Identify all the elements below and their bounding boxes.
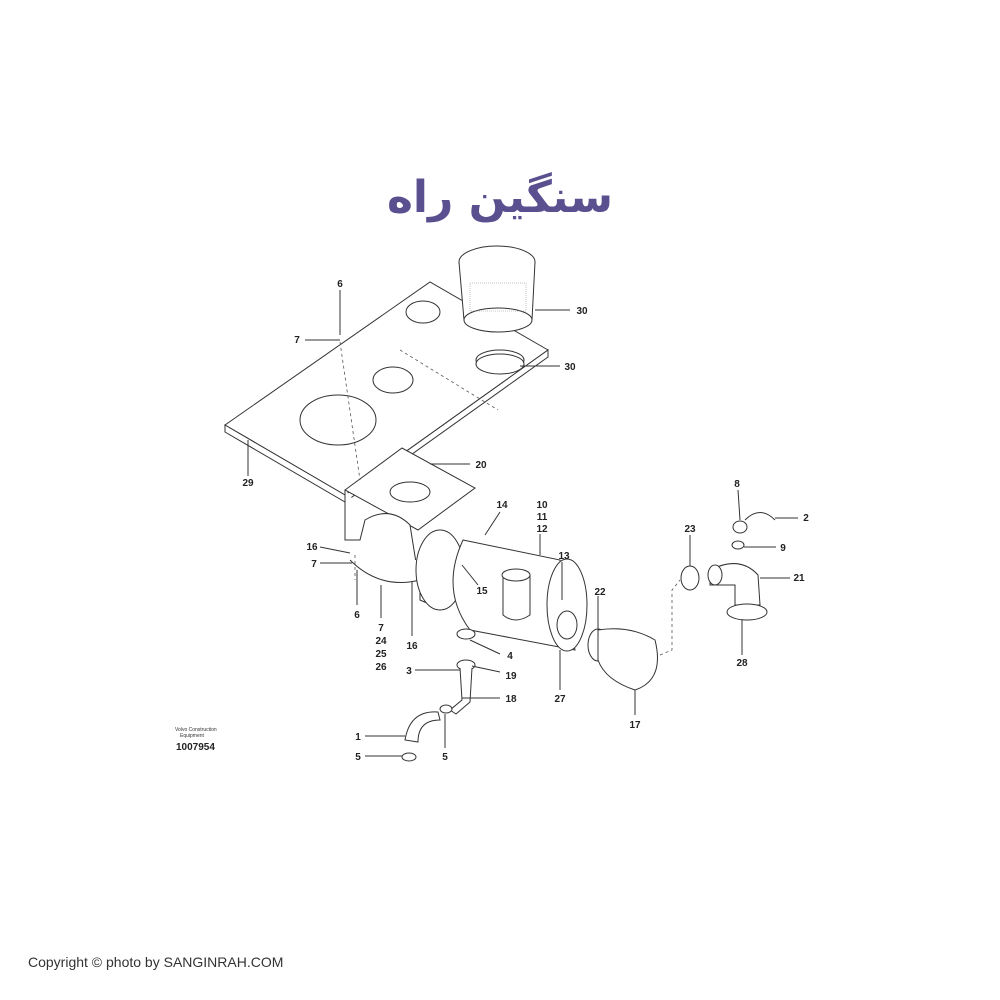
right-elbow — [680, 512, 776, 621]
cap-clamp — [475, 349, 525, 375]
callout-4: 4 — [507, 651, 513, 662]
callout-20: 20 — [475, 460, 487, 471]
callout-15: 15 — [476, 586, 488, 597]
callout-25: 25 — [375, 649, 387, 660]
callout-13: 13 — [558, 551, 570, 562]
callout-2: 2 — [803, 513, 809, 524]
callout-5: 5 — [442, 752, 448, 763]
sanginrah-logo: سنگین راه — [387, 171, 613, 223]
callout-14: 14 — [496, 500, 508, 511]
callout-27: 27 — [554, 694, 566, 705]
callout-16: 16 — [306, 542, 318, 553]
callout-6: 6 — [354, 610, 360, 621]
callout-6: 6 — [337, 279, 343, 290]
callout-28: 28 — [736, 658, 748, 669]
logo-text: سنگین راه — [387, 171, 613, 223]
doc-publisher-line1: Volvo Construction — [175, 727, 217, 733]
callout-24: 24 — [375, 636, 387, 647]
elbow-hose — [587, 628, 658, 691]
callout-7: 7 — [311, 559, 317, 570]
air-cleaner-cap — [458, 245, 536, 333]
callout-3: 3 — [406, 666, 412, 677]
callout-5: 5 — [355, 752, 361, 763]
cradle — [349, 529, 471, 611]
doc-number: 1007954 — [176, 742, 215, 753]
callout-23: 23 — [684, 524, 696, 535]
callout-30: 30 — [564, 362, 576, 373]
bracket — [344, 447, 476, 576]
callout-1: 1 — [355, 732, 361, 743]
doc-reference: Volvo Construction Equipment 1007954 — [175, 727, 217, 753]
callout-7: 7 — [378, 623, 384, 634]
callouts: 6 7 30 30 29 20 14 10 11 12 13 16 7 6 7 … — [242, 279, 809, 763]
callout-16: 16 — [406, 641, 418, 652]
callout-12: 12 — [536, 524, 548, 535]
callout-29: 29 — [242, 478, 254, 489]
callout-26: 26 — [375, 662, 387, 673]
leader-lines — [247, 290, 798, 757]
filter-housing — [452, 539, 588, 652]
callout-18: 18 — [505, 694, 517, 705]
callout-21: 21 — [793, 573, 805, 584]
routing-lines — [339, 341, 681, 656]
callout-17: 17 — [629, 720, 641, 731]
callout-9: 9 — [780, 543, 786, 554]
callout-22: 22 — [594, 587, 606, 598]
drain-hose — [401, 628, 476, 762]
callout-7: 7 — [294, 335, 300, 346]
callout-11: 11 — [537, 512, 548, 523]
copyright-text: Copyright © photo by SANGINRAH.COM — [28, 954, 284, 970]
callout-10: 10 — [536, 500, 548, 511]
doc-publisher-line2: Equipment — [180, 733, 205, 739]
callout-30: 30 — [576, 306, 588, 317]
callout-8: 8 — [734, 479, 740, 490]
callout-19: 19 — [505, 671, 517, 682]
